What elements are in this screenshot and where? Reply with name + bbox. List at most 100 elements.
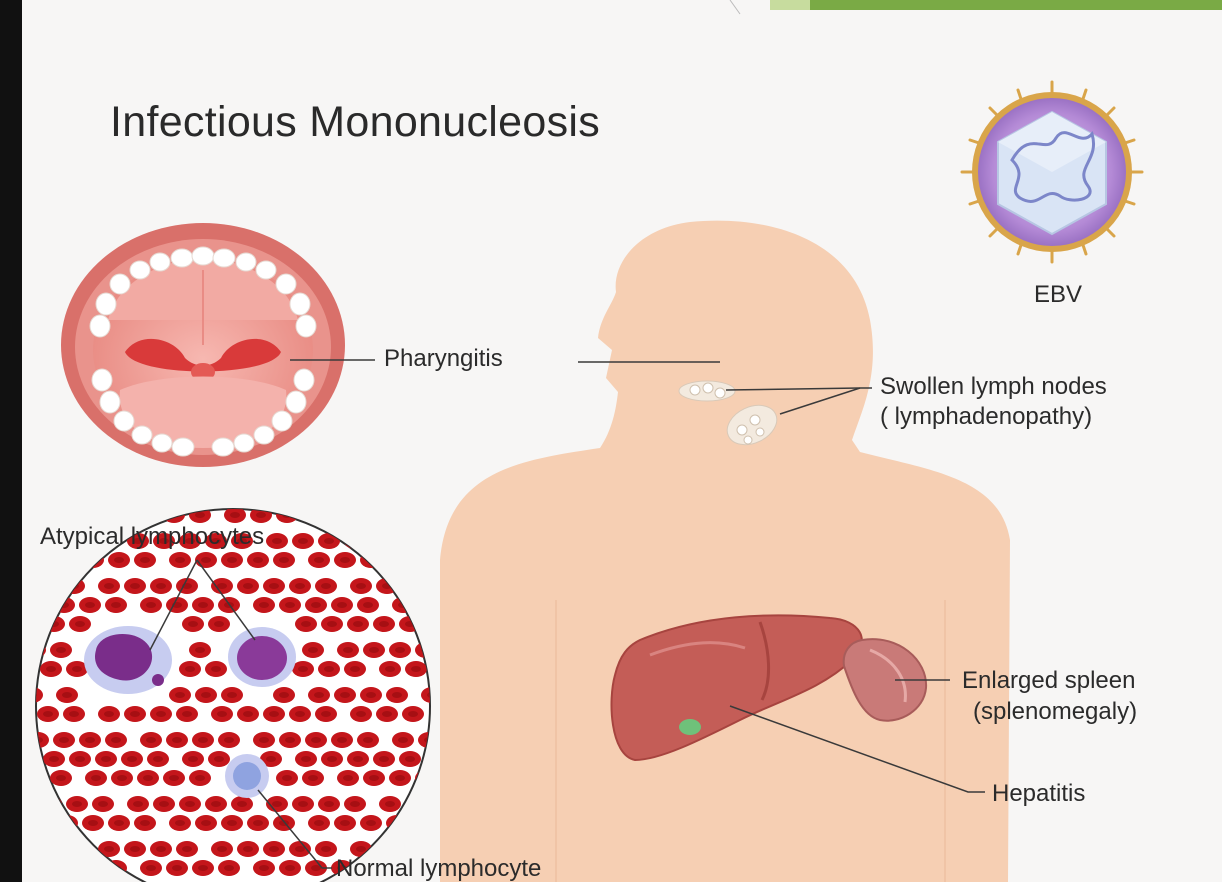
atypical-lymphocyte [84,626,172,694]
red-blood-cell-center [411,666,421,672]
red-blood-cell-center [363,737,373,743]
red-blood-cell-center [201,692,211,698]
red-blood-cell-center [405,756,415,762]
ebv-label: EBV [1034,281,1082,309]
red-blood-cell-center [104,583,114,589]
red-blood-cell-center [340,820,350,826]
red-blood-cell-center [195,775,205,781]
red-blood-cell-center [314,557,324,563]
red-blood-cell-center [140,557,150,563]
atypical-lymphocytes-label: Atypical lymphocytes [40,523,264,551]
red-blood-cell-center [69,711,79,717]
red-blood-cell-center [188,756,198,762]
red-blood-cell-center [224,737,234,743]
red-blood-cell-center [146,602,156,608]
red-blood-cell-center [59,737,69,743]
red-blood-cell-center [211,801,221,807]
red-blood-cell-center [356,583,366,589]
red-blood-cell-center [224,865,234,871]
pharyngitis-label: Pharyngitis [384,345,503,373]
red-blood-cell-center [175,557,185,563]
red-blood-cell-center [353,756,363,762]
red-blood-cell-center [369,775,379,781]
red-blood-cell-center [272,801,282,807]
red-blood-cell-center [392,692,402,698]
red-blood-cell-center [130,583,140,589]
red-blood-cell-center [243,846,253,852]
red-blood-cell-center [214,621,224,627]
red-blood-cell-center [227,692,237,698]
red-blood-cell-center [295,846,305,852]
red-blood-cell-center [266,756,276,762]
red-blood-cell-center [363,602,373,608]
red-blood-cell-center [111,602,121,608]
red-blood-cell-center [337,602,347,608]
red-blood-cell-center [117,775,127,781]
ebv-virus-icon [962,82,1142,262]
red-blood-cell-center [56,647,66,653]
red-blood-cell-center [85,737,95,743]
red-blood-cell-center [143,775,153,781]
atypical-lymphocyte [228,627,296,687]
red-blood-cell-center [324,801,334,807]
red-blood-cell-center [279,557,289,563]
red-blood-cell-center [308,647,318,653]
red-blood-cell-center [130,711,140,717]
enlarged-spleen-label: Enlarged spleen [962,667,1135,695]
red-blood-cell-center [314,692,324,698]
lymphadenopathy-label: ( lymphadenopathy) [880,403,1092,431]
red-blood-cell-center [321,846,331,852]
red-blood-cell-center [301,621,311,627]
normal-lymphocyte-cell [225,754,269,798]
red-blood-cell-center [269,583,279,589]
red-blood-cell-center [111,737,121,743]
red-blood-cell-center [88,820,98,826]
swollen-lymph-label: Swollen lymph nodes [880,373,1107,401]
red-blood-cell-center [153,756,163,762]
red-blood-cell-center [311,737,321,743]
red-blood-cell-center [182,846,192,852]
red-blood-cell-center [295,583,305,589]
red-blood-cell-center [98,801,108,807]
red-blood-cell-center [201,820,211,826]
red-blood-cell-center [343,647,353,653]
red-blood-cell-center [140,820,150,826]
red-blood-cell-center [130,846,140,852]
red-blood-cell-center [172,865,182,871]
red-blood-cell-center [146,737,156,743]
red-blood-cell-center [285,865,295,871]
red-blood-cell-center [243,583,253,589]
red-blood-cell-center [314,820,324,826]
red-blood-cell-center [227,820,237,826]
red-blood-cell-center [169,775,179,781]
red-blood-cell-center [217,583,227,589]
red-blood-cell-center [285,737,295,743]
red-blood-cell-center [321,583,331,589]
red-blood-cell-center [46,666,56,672]
red-blood-cell-center [301,756,311,762]
red-blood-cell-center [56,775,66,781]
red-blood-cell-center [185,801,195,807]
red-blood-cell-center [172,737,182,743]
red-blood-cell-center [146,865,156,871]
red-blood-cell-center [104,846,114,852]
red-blood-cell-center [85,602,95,608]
red-blood-cell-center [395,775,405,781]
red-blood-cell-center [253,820,263,826]
red-blood-cell-center [385,801,395,807]
red-blood-cell-center [201,557,211,563]
red-blood-cell-center [295,711,305,717]
red-blood-cell-center [72,801,82,807]
splenomegaly-label: (splenomegaly) [973,698,1137,726]
red-blood-cell-center [382,711,392,717]
red-blood-cell-center [340,557,350,563]
red-blood-cell-center [395,647,405,653]
red-blood-cell-center [321,711,331,717]
left-frame-bar [0,0,22,882]
red-blood-cell-center [43,711,53,717]
red-blood-cell-center [324,538,334,544]
red-blood-cell-center [156,711,166,717]
red-blood-cell-center [227,557,237,563]
gallbladder [679,719,701,735]
red-blood-cell-center [217,711,227,717]
